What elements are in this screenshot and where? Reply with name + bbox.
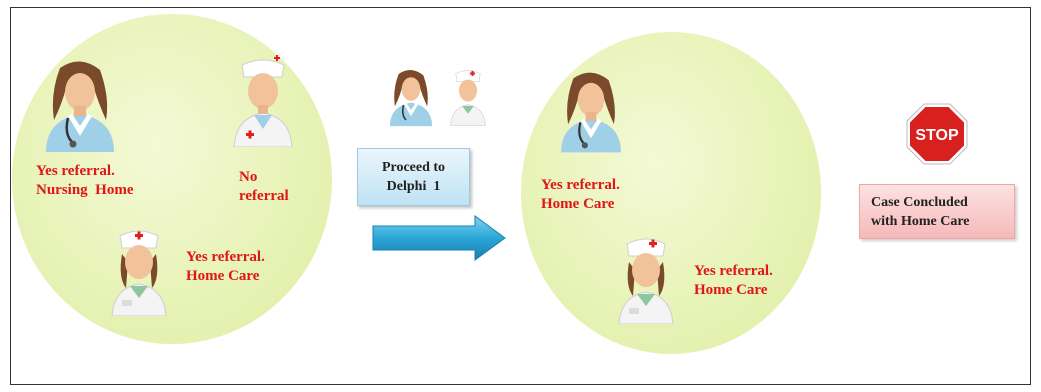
- doctor-female-icon: [46, 61, 114, 152]
- label-yes-referral-home-care-3: Yes referral. Home Care: [694, 263, 773, 298]
- label-yes-referral-nursing-home: Yes referral. Nursing Home: [36, 163, 134, 198]
- nurse-female-small-icon: [450, 70, 486, 126]
- label-yes-referral-home-care: Yes referral. Home Care: [186, 249, 265, 284]
- arrow-right-icon: [372, 215, 506, 261]
- process-step-box: Proceed to Delphi 1: [357, 148, 470, 206]
- nurse-female-icon-2: [618, 238, 674, 324]
- label-yes-referral-home-care-2: Yes referral. Home Care: [541, 177, 620, 212]
- nurse-male-icon: [233, 55, 293, 147]
- doctor-female-small-icon: [389, 70, 433, 127]
- label-no-referral: No referral: [239, 169, 289, 204]
- stop-sign-text: STOP: [915, 127, 959, 144]
- doctor-female-icon-2: [561, 72, 621, 153]
- conclusion-box: Case Concluded with Home Care: [859, 184, 1015, 239]
- nurse-female-icon: [111, 230, 167, 316]
- stop-sign-icon: STOP: [906, 103, 968, 165]
